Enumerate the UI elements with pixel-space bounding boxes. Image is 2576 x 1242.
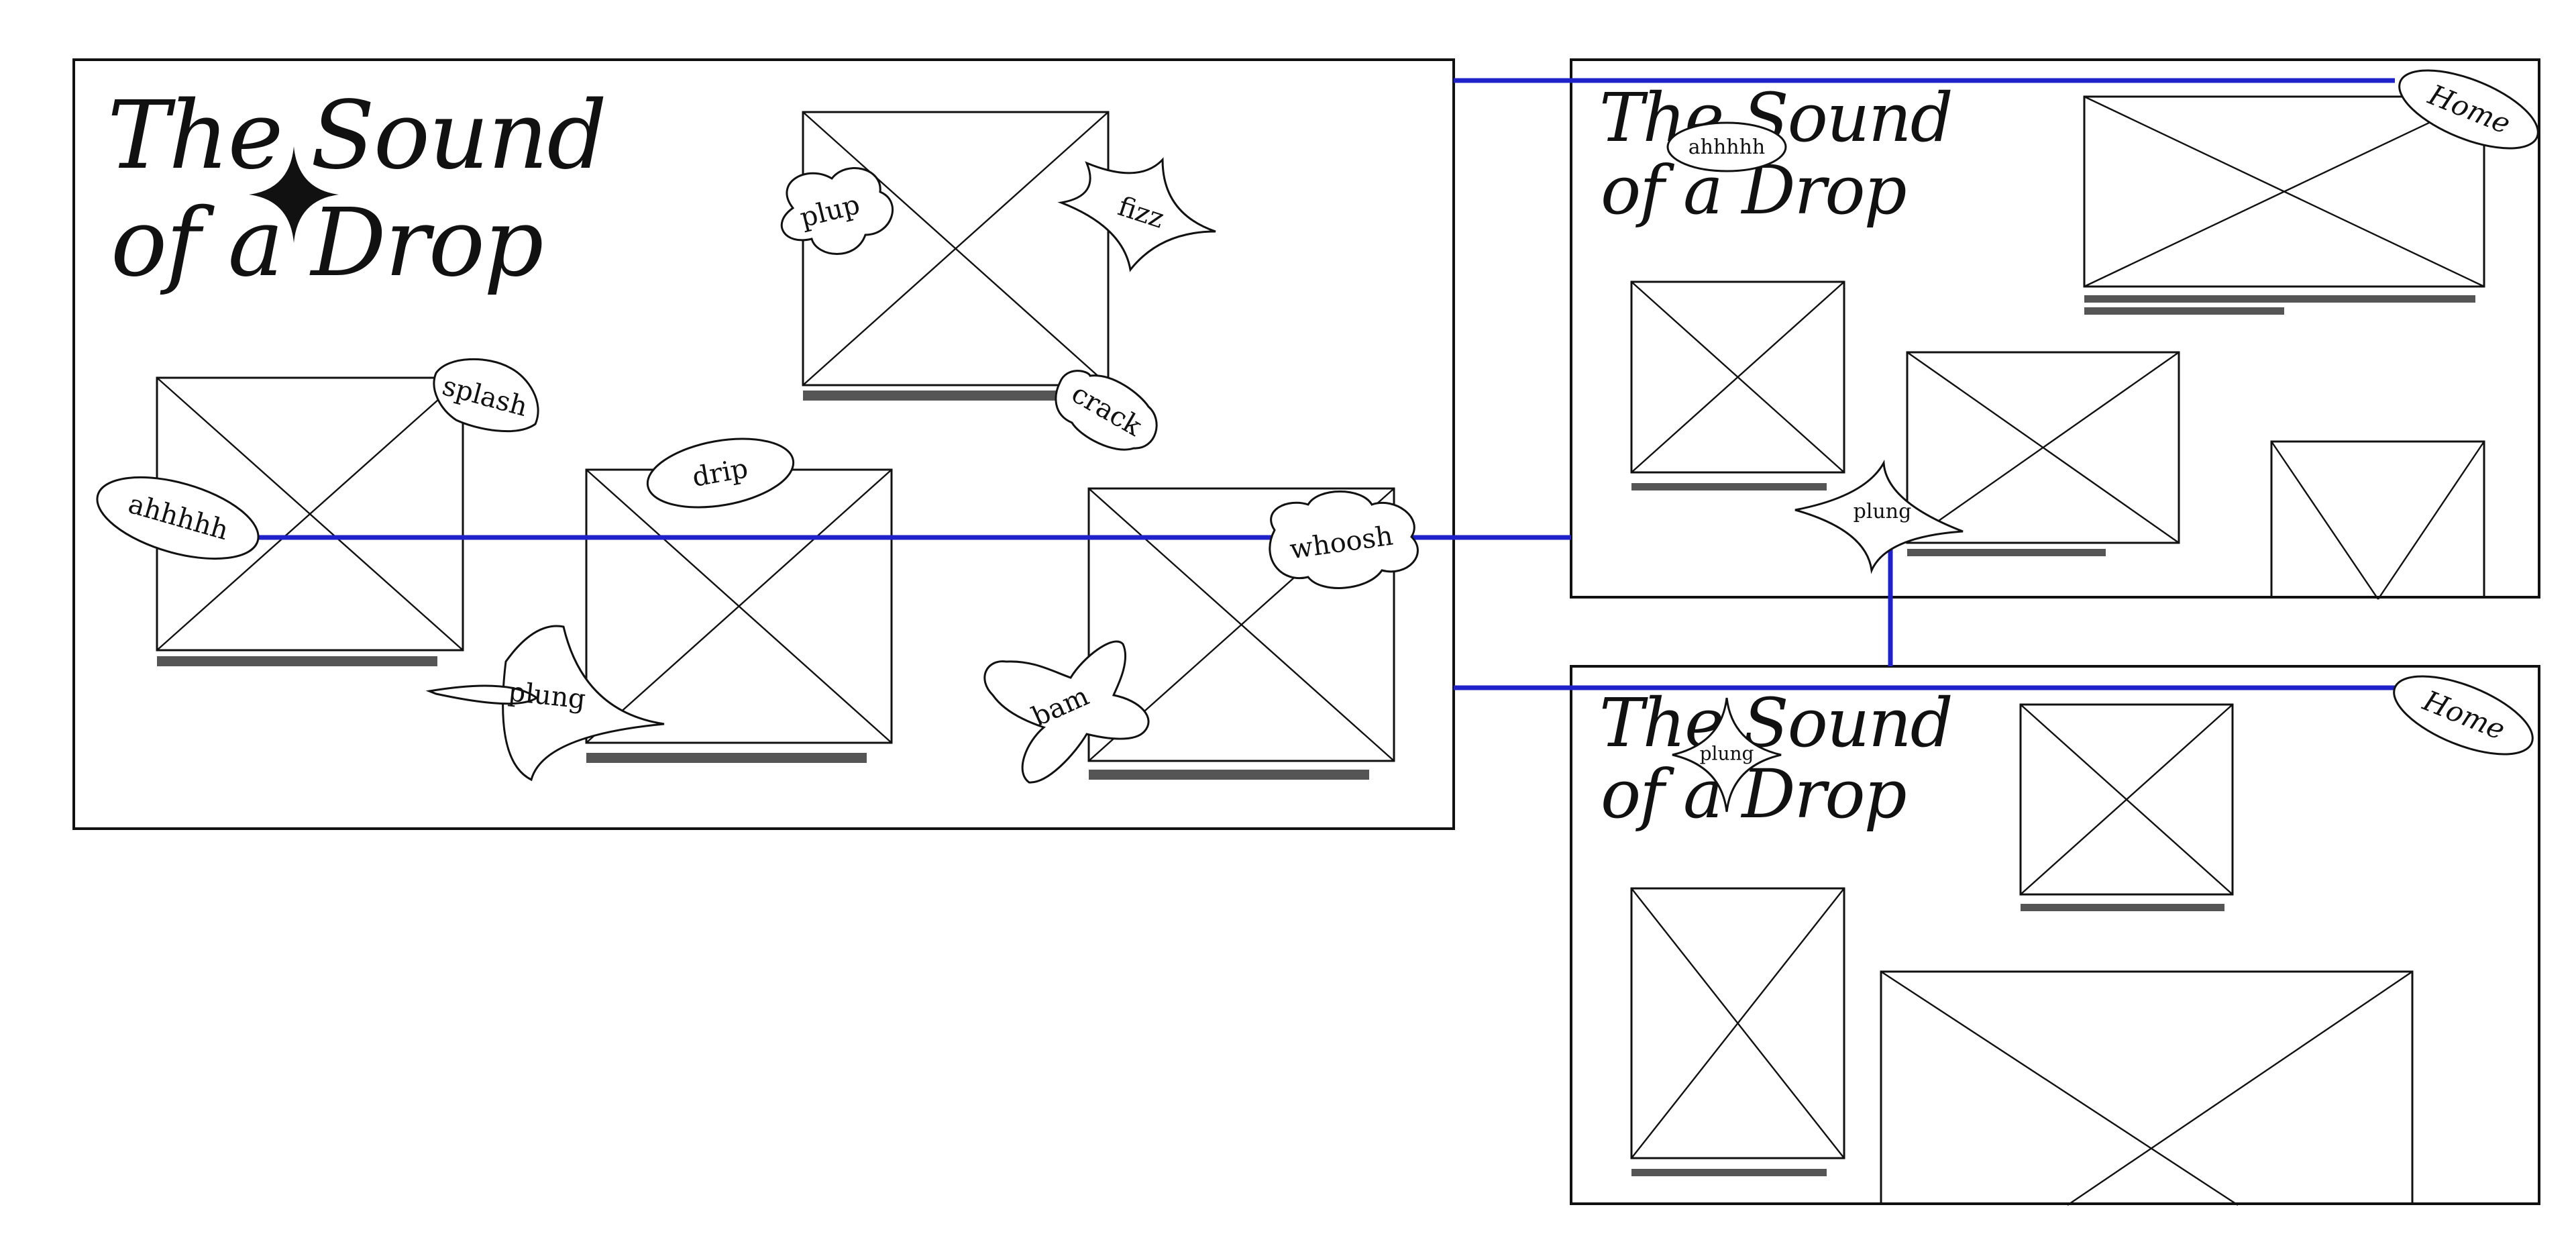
oval-bubble-icon <box>2398 69 2539 150</box>
main-image-2[interactable] <box>156 376 464 666</box>
caption-bar <box>1631 483 1827 490</box>
sound-bubble-splash[interactable]: splash <box>433 358 539 433</box>
detail-bottom-title: The Sound of a Drop plung <box>1599 684 1953 833</box>
star-burst-icon <box>1672 697 1782 813</box>
main-title-line1: The Sound <box>107 81 606 191</box>
detail-top-sound-plung[interactable]: plung <box>1794 459 1964 574</box>
main-title: The Sound of a Drop <box>107 81 607 298</box>
caption-bar <box>1089 770 1369 780</box>
sound-bubble-ahhhhh[interactable]: ahhhhh <box>88 462 267 574</box>
caption-bar <box>157 656 437 666</box>
cloud-bubble-icon <box>780 167 894 255</box>
detail-top-title: The Sound of a Drop ahhhhh <box>1599 79 1953 229</box>
detail-top-image-2[interactable] <box>1906 351 2180 556</box>
detail-top-image-1[interactable] <box>1630 280 1845 490</box>
caption-bar <box>1631 1169 1827 1176</box>
image-placeholder-icon <box>1880 970 2414 1205</box>
cloud-bubble-icon <box>433 358 539 433</box>
image-placeholder-icon <box>1630 280 1845 474</box>
cloud-bubble-icon <box>1269 490 1419 589</box>
image-placeholder-icon <box>1906 351 2180 544</box>
detail-bottom-image-2[interactable] <box>1630 887 1845 1176</box>
image-placeholder-icon <box>2083 95 2485 288</box>
image-placeholder-icon <box>1630 887 1845 1159</box>
detail-bottom-image-cropped[interactable] <box>1880 970 2414 1206</box>
sound-bubble-plung[interactable]: plung <box>425 625 665 782</box>
title-overlay-label: ahhhhh <box>1688 136 1766 159</box>
detail-bottom-title-line2: of a Drop <box>1601 755 1906 833</box>
main-title-line2: of a Drop <box>111 189 543 298</box>
title-overlay-label: plung <box>1700 743 1754 765</box>
image-placeholder-icon <box>1087 487 1395 762</box>
sound-bubble-drip[interactable]: drip <box>642 429 798 518</box>
image-placeholder-icon <box>2270 440 2485 597</box>
caption-bar <box>2084 307 2284 315</box>
star-burst-icon <box>1794 459 1964 574</box>
sound-bubble-bam[interactable]: bam <box>983 640 1150 784</box>
cloud-bubble-icon <box>983 640 1150 784</box>
image-placeholder-icon <box>802 111 1110 386</box>
caption-bar <box>803 391 1069 401</box>
detail-top-image-hero[interactable] <box>2083 95 2485 315</box>
main-image-4[interactable] <box>1087 487 1395 780</box>
home-button-bottom[interactable]: Home <box>2384 660 2543 770</box>
sound-label-plung: plung <box>1854 500 1912 523</box>
sound-bubble-fizz[interactable]: fizz <box>1057 157 1216 272</box>
oval-bubble-icon <box>96 476 260 560</box>
title-overlay-bubble[interactable]: ahhhhh <box>1666 121 1787 172</box>
star-burst-icon <box>1057 157 1216 272</box>
main-image-1[interactable] <box>802 111 1110 401</box>
oval-bubble-icon <box>2393 675 2534 756</box>
cloud-bubble-icon <box>1055 370 1158 451</box>
caption-bar <box>2084 295 2475 303</box>
detail-bottom-title-line1: The Sound <box>1599 684 1952 762</box>
caption-bar <box>1907 549 2106 556</box>
title-overlay-star[interactable]: plung <box>1672 697 1782 813</box>
caption-bar <box>2021 904 2224 911</box>
sound-bubble-whoosh[interactable]: whoosh <box>1269 490 1419 589</box>
caption-bar <box>586 753 867 763</box>
sparkle-icon <box>249 146 339 243</box>
star-burst-icon <box>502 625 665 782</box>
oval-bubble-icon <box>1666 121 1787 172</box>
image-placeholder-icon <box>2019 703 2234 896</box>
sound-bubble-plup[interactable]: plup <box>780 167 894 255</box>
detail-bottom-image-1[interactable] <box>2019 703 2234 911</box>
oval-bubble-icon <box>646 437 795 509</box>
detail-top-image-cropped[interactable] <box>2270 440 2485 600</box>
